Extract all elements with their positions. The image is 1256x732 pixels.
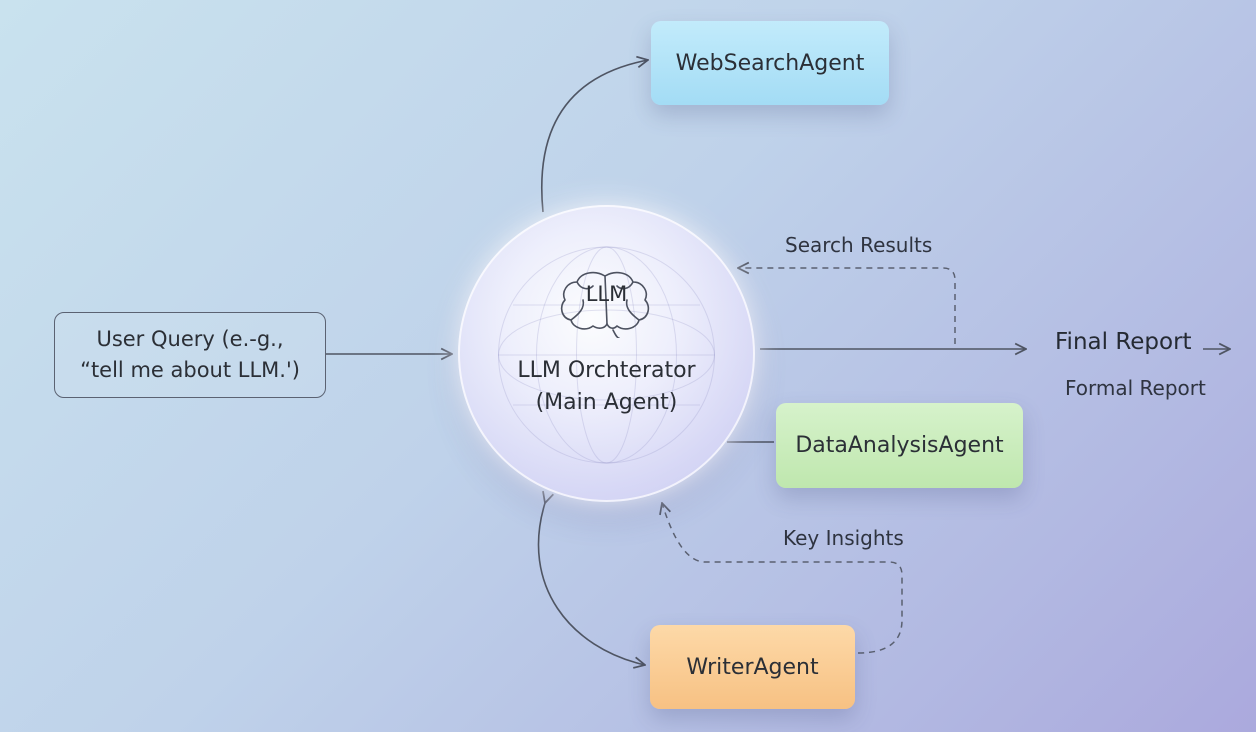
key-insights-dashed-arrow [662,503,903,654]
search-results-dashed-arrow [738,268,956,344]
orchestrator-title: LLM Orchterator (Main Agent) [458,355,755,419]
brain-icon [560,271,650,338]
globe-grid [498,246,715,464]
writer-agent-label: WriterAgent [686,654,819,680]
formal-report-label: Formal Report [1065,376,1206,400]
orchestrator-to-websearch-arrow [541,60,648,213]
dataanalysis-agent-box: DataAnalysisAgent [776,403,1023,488]
orchestrator-title-line-2: (Main Agent) [535,390,678,415]
orchestrator-orb: LLM LLM Orchterator (Main Agent) [458,205,755,502]
dataanalysis-agent-label: DataAnalysisAgent [795,433,1004,458]
final-report-label: Final Report [1055,329,1192,355]
llm-badge-label: LLM [585,282,628,306]
user-query-box: User Query (e.-g., “tell me about LLM.') [54,312,326,398]
key-insights-label: Key Insights [783,526,904,550]
websearch-agent-label: WebSearchAgent [675,50,865,76]
writer-agent-box: WriterAgent [650,625,855,709]
search-results-label: Search Results [785,233,933,257]
websearch-agent-box: WebSearchAgent [651,21,889,105]
orchestrator-writer-bidirectional-arrow [537,503,645,665]
user-query-line-2: “tell me about LLM.') [80,358,300,382]
user-query-line-1: User Query (e.-g., [96,327,284,351]
orchestrator-title-line-1: LLM Orchterator [517,358,696,383]
